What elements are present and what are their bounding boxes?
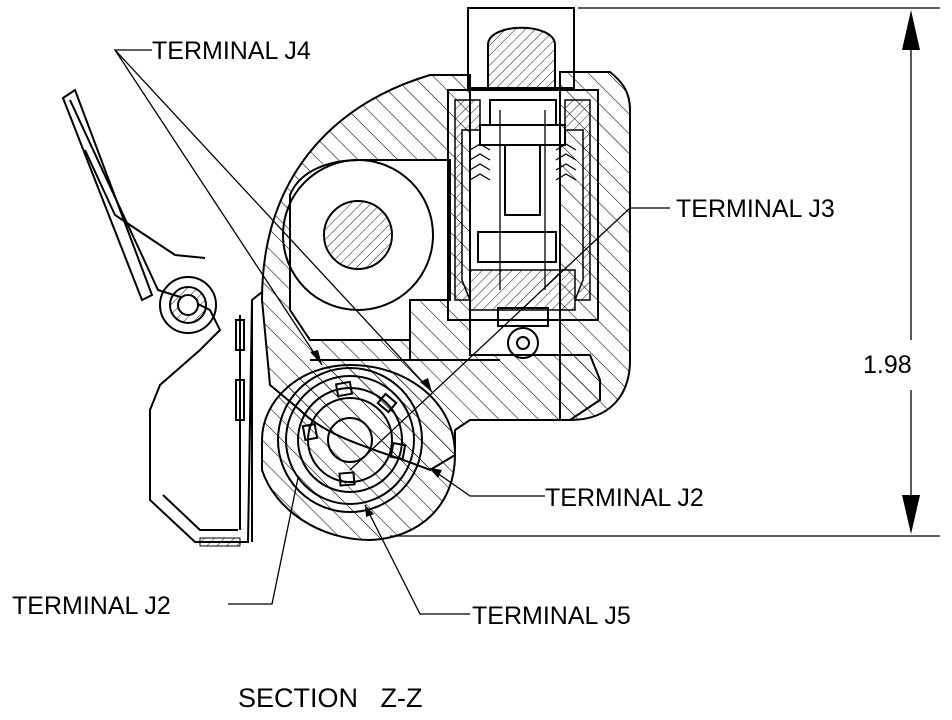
connector-pins (301, 380, 407, 487)
label-terminal-j5: TERMINAL J5 (472, 602, 631, 630)
connector-housing (261, 363, 457, 542)
shaft-bore (282, 159, 434, 311)
dimension-value: 1.98 (863, 351, 912, 379)
label-terminal-j2-left: TERMINAL J2 (12, 592, 171, 620)
lever-pivot-pin (159, 276, 217, 334)
plunger-cap (467, 7, 575, 89)
section-title: SECTION Z-Z (238, 683, 423, 713)
leader-lines (113, 49, 670, 615)
switch-assembly (447, 89, 599, 359)
label-terminal-j4: TERMINAL J4 (152, 37, 311, 65)
label-terminal-j2-right: TERMINAL J2 (545, 484, 704, 512)
label-terminal-j3: TERMINAL J3 (676, 195, 835, 223)
dimension-1-98 (390, 7, 940, 537)
